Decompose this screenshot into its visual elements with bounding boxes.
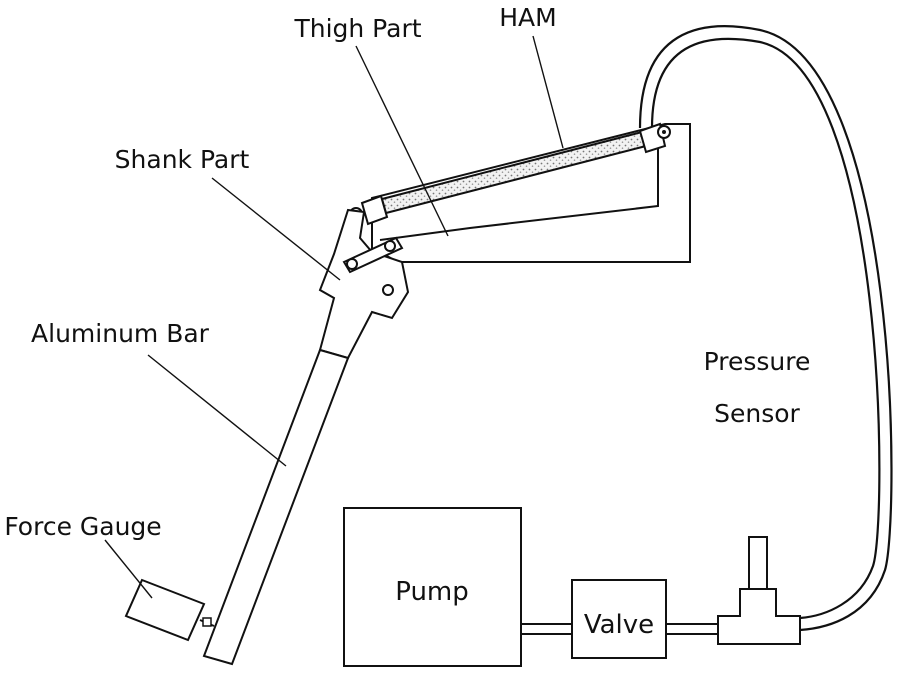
- label-ham: HAM: [499, 3, 556, 32]
- pump-label: Pump: [395, 577, 469, 607]
- pressure-sensor: [717, 536, 801, 645]
- label-aluminum-bar: Aluminum Bar: [31, 319, 210, 348]
- label-force-gauge: Force Gauge: [4, 512, 161, 541]
- aluminum-bar: [202, 348, 350, 666]
- shank-part: [318, 208, 410, 360]
- air-tube: [638, 25, 893, 632]
- force-gauge: [124, 578, 215, 642]
- label-thigh-part: Thigh Part: [293, 14, 421, 43]
- valve-box: [571, 579, 667, 659]
- pipes: [521, 623, 718, 635]
- valve-label: Valve: [584, 610, 654, 640]
- leader-lines: [104, 35, 564, 599]
- pump-box: [343, 507, 522, 667]
- label-shank-part: Shank Part: [115, 145, 250, 174]
- label-sensor: Sensor: [714, 399, 800, 428]
- label-pressure: Pressure: [704, 347, 811, 376]
